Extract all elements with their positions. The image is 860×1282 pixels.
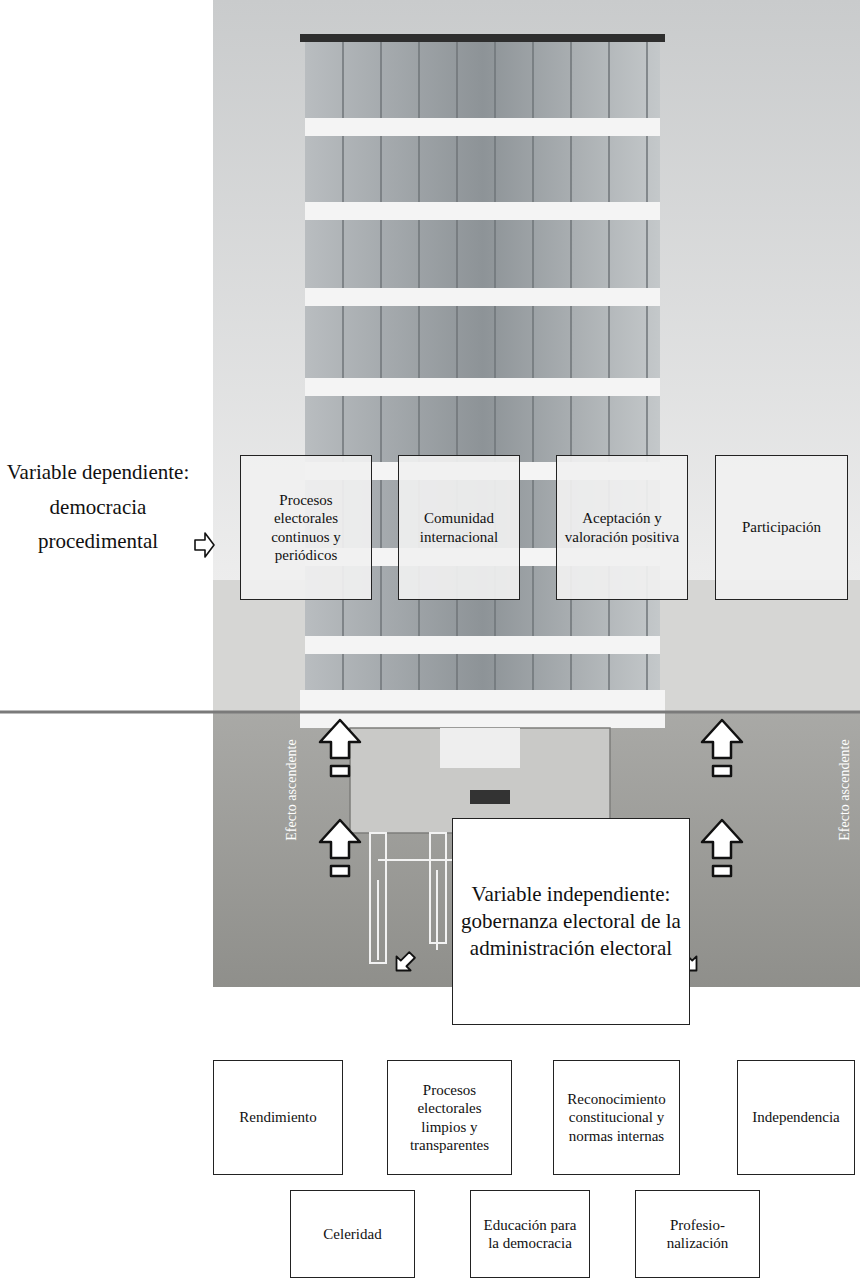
indicator-box: Independencia — [737, 1060, 855, 1175]
indicator-box: Celeridad — [290, 1190, 415, 1278]
box-text: Rendimiento — [239, 1108, 317, 1126]
indicator-box: Rendimiento — [213, 1060, 343, 1175]
variable-label: Variable dependiente: democracia procedi… — [4, 455, 192, 559]
variable-box: Variable independiente: gobernanza elect… — [452, 818, 690, 1025]
indicator-box: Procesos electorales continuos y periódi… — [240, 455, 372, 600]
indicator-box: Educación para la democracia — [470, 1190, 590, 1278]
box-text: Comunidad internacional — [405, 509, 513, 546]
box-text: Reconocimiento constitucional y normas i… — [560, 1090, 673, 1145]
indicator-box: Comunidad internacional — [398, 455, 520, 600]
indicator-box: Participación — [715, 455, 848, 600]
effect-label: Efecto ascendente — [283, 690, 301, 890]
effect-label: Efecto ascendente — [836, 690, 854, 890]
indicator-box: Profesio- nalización — [635, 1190, 760, 1278]
box-text: Procesos electorales limpios y transpare… — [394, 1081, 505, 1154]
indicator-box: Aceptación y valoración positiva — [556, 455, 688, 600]
indicator-box: Reconocimiento constitucional y normas i… — [553, 1060, 680, 1175]
box-text: Aceptación y valoración positiva — [563, 509, 681, 546]
box-text: Celeridad — [323, 1225, 381, 1243]
box-text: Variable independiente: gobernanza elect… — [459, 881, 683, 963]
indicator-box: Procesos electorales limpios y transpare… — [387, 1060, 512, 1175]
box-text: Procesos electorales continuos y periódi… — [247, 491, 365, 564]
box-text: Educación para la democracia — [477, 1216, 583, 1253]
box-text: Independencia — [752, 1108, 839, 1126]
box-text: Profesio- nalización — [642, 1216, 753, 1253]
box-text: Participación — [742, 518, 821, 536]
